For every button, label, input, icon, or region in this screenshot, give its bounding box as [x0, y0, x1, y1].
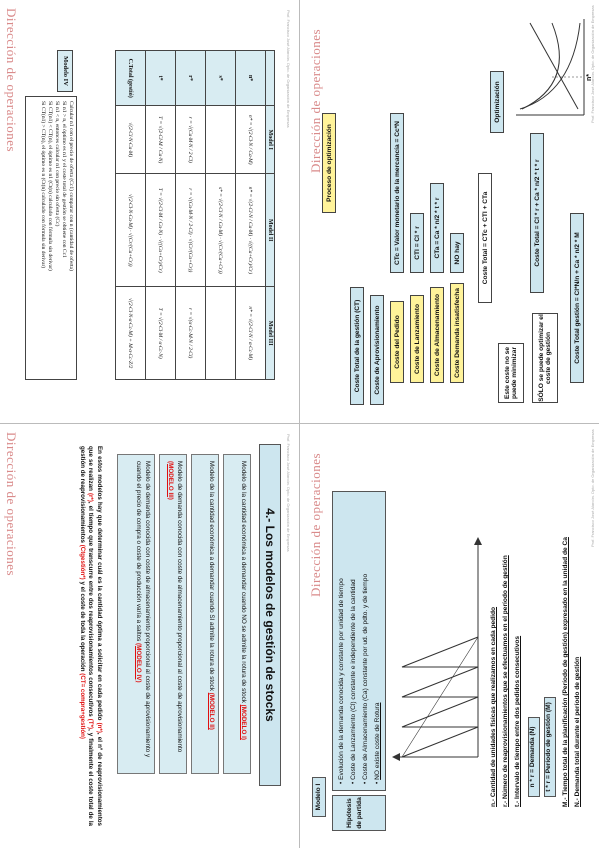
model-i-box: Modelo de la cantidad económica a demand…	[223, 454, 251, 774]
row-label: C.Total (gestió)	[115, 50, 146, 106]
model-iv-box: Modelo de demanda conocida con coste de …	[117, 454, 155, 774]
watermark: Dirección de operaciones	[308, 452, 323, 597]
gestion-total-formula: Coste Total gestión = Cl*N/n + Ca * n/2 …	[570, 213, 584, 383]
formula-cell: n* = √(2·Cl·N / Ca·M)	[235, 105, 266, 174]
definition-r: r.- Número de reaprovisionamientos que s…	[502, 555, 509, 807]
formula-period: t * r = Período de gestión (M)	[544, 697, 556, 797]
formula-unmet: NO hay	[450, 233, 464, 273]
row-label: t*	[145, 50, 176, 106]
hypothesis-item: • NO existe coste de Rotura	[374, 702, 381, 784]
table-row: C.Total (gestió) √(2·Cl·N·Ca·M) √(2·Cl·N…	[115, 50, 146, 380]
intro-paragraph: En estos modelos hay que determinar cuál…	[78, 446, 103, 827]
row-label: s*	[205, 50, 236, 106]
formula-cell: n* = √(2·Cl·N / α·Cc·M)	[235, 286, 266, 380]
table-row: s* s* = √(2·Cl·N / Ca·M) · √(Cr/(Ca+Cr))	[205, 50, 236, 380]
optimization-title: Optimización	[490, 71, 504, 133]
hypothesis-label: Hipótesis de partida	[332, 795, 386, 831]
table-row: r* r = √(Ca·M·N / 2·Cl) r = √(Ca·M·N / 2…	[175, 50, 206, 380]
note-only-optimize: SÓLO se puede optimizar el coste de gest…	[532, 313, 558, 403]
formula-cta: CTa = Ca * n/2 * t * r	[430, 183, 444, 273]
hypothesis-item: • Evolución de la demanda conocida y con…	[338, 578, 345, 784]
hypothesis-item: • Coste de Almacenamiento (Ca) constante…	[362, 573, 369, 784]
row-label: n*	[235, 50, 266, 106]
model-i-label: Modelo I	[312, 777, 326, 817]
footer-credit: Prof. Francisco José Alarcón. Dpto. de O…	[286, 434, 291, 552]
model-iv-label: Modelo IV	[57, 50, 73, 92]
formula-cell: n* = √(2·Cl·N / Ca·M) · √((Ca+Cr)/Cr)	[235, 173, 266, 287]
total-cost-box: Coste Total de la gestión (CT)	[350, 287, 364, 405]
model-iv-notes: Calcular n1 con el precio de oferta (Cc1…	[25, 96, 77, 380]
formula-cell: T = √(2·Cl·M / Ca·N)	[145, 105, 176, 174]
item-storage-cost: Coste de Almacenamiento	[430, 287, 444, 383]
vertical-divider	[299, 0, 300, 848]
definition-m: M.- Tiempo total de la planificación (Pe…	[562, 537, 569, 807]
gestion-cost-formula: Coste Total = Cl * r + Ca * n/2 * t * r	[530, 133, 544, 293]
table-row: t* T = √(2·Cl·M / Ca·N) T = √(2·Cl·M / C…	[145, 50, 176, 380]
formula-cell: T = √(2·Cl·M / Ca·N) · √((Ca+Cr)/Cr)	[145, 173, 176, 287]
definition-nn: N.- Demanda total durante el período de …	[574, 656, 581, 807]
slide-optimization-process: Dirección de operaciones Proceso de opti…	[300, 0, 599, 423]
total-sum-box: Coste Total = CTc + CTl + CTa	[478, 173, 492, 303]
model-iii-box: Modelo de demanda conocida con coste de …	[159, 454, 187, 774]
watermark: Dirección de operaciones	[4, 8, 19, 153]
formula-cell	[205, 286, 236, 380]
note-line: Si n1 < n, entonces calcular n1 con prec…	[54, 101, 60, 227]
formula-cell: T = √(2·Cl·M / α·Cc·N)	[145, 286, 176, 380]
cost-curve-chart	[516, 19, 585, 116]
item-supply-cost: Coste de Aprovisionamiento	[370, 295, 384, 405]
watermark: Dirección de operaciones	[4, 432, 19, 577]
definition-t: t.- Intervalo de tiempo entre dos pedido…	[514, 635, 521, 807]
model-ii-box: Modelo de la cantidad económica a demand…	[191, 454, 219, 774]
formula-ctc: CTc = Valor monetario de la mercancía = …	[390, 113, 404, 273]
table-header-cell: Model III	[265, 286, 275, 380]
hypothesis-list: • Evolución de la demanda conocida y con…	[332, 491, 386, 791]
formula-cell: √(2·Cl·N·α·Cc·M) + M·α·Cc·Z/2	[115, 286, 146, 380]
definition-n: n.- Cantidad de unidades físicas que rea…	[490, 606, 497, 807]
slide-title: 4.- Los modelos de gestión de stocks	[259, 444, 281, 786]
note-cannot-minimize: Este coste no se puede minimizar	[498, 343, 524, 403]
formula-table: Model I Model II Model III n* n* = √(2·C…	[115, 50, 275, 380]
slide-stock-models: Dirección de operaciones 4.- Los modelos…	[0, 424, 299, 847]
formula-cell	[205, 105, 236, 174]
footer-credit: Prof. Francisco José Alarcón. Dpto. de O…	[590, 5, 595, 123]
formula-demand: n * r = Demanda (N)	[528, 717, 540, 797]
formula-cell: √(2·Cl·N·Ca·M) · √(Cr/(Ca+Cr))	[115, 173, 146, 287]
table-row: n* n* = √(2·Cl·N / Ca·M) n* = √(2·Cl·N /…	[235, 50, 266, 380]
formula-cell: r = √(α·Cc·M·N / 2·Cl)	[175, 286, 206, 380]
hypothesis-item: • Coste de Lanzamiento (Cl) constante e …	[350, 579, 357, 784]
table-header-cell: Model II	[265, 173, 275, 287]
item-unmet-demand-cost: Coste Demanda insatisfecha	[450, 283, 464, 383]
note-line: Si CT(n1) < CT(n), el óptimo es n1 (Ct(n…	[47, 101, 53, 271]
item-order-cost: Coste del Pedido	[390, 301, 404, 383]
note-line: Si CT(n1) > CT(n), el óptimo es n (Ct(n)…	[40, 101, 46, 269]
item-launch-cost: Coste de Lanzamiento	[410, 295, 424, 383]
process-title: Proceso de optimización	[322, 113, 336, 213]
inventory-sawtooth-chart	[392, 537, 482, 761]
table-header-cell: Model I	[265, 105, 275, 174]
table-header-cell	[265, 50, 275, 106]
footer-credit: Prof. Francisco José Alarcón. Dpto. de O…	[590, 429, 595, 547]
table-header-row: Model I Model II Model III	[265, 50, 275, 380]
row-label: r*	[175, 50, 206, 106]
slide-model-i: Dirección de operaciones Modelo I Hipóte…	[300, 424, 599, 847]
formula-cell: r = √(Ca·M·N / 2·Cl)	[175, 105, 206, 174]
note-line: Calcular n1 con el precio de oferta (Cc1…	[68, 101, 74, 271]
footer-credit: Prof. Francisco José Alarcón. Dpto. de O…	[286, 10, 291, 128]
formula-cell: r = √(Ca·M·N / 2·Cl) · √(Cr/(Ca+Cr))	[175, 173, 206, 287]
horizontal-divider	[0, 423, 599, 424]
formula-ctl: CTl = Cl * r	[410, 213, 424, 273]
formula-cell: s* = √(2·Cl·N / Ca·M) · √(Cr/(Ca+Cr))	[205, 173, 236, 287]
slide-formula-table: Dirección de operaciones Model I Model I…	[0, 0, 299, 423]
note-line: Si n1 > n, el óptimo es n1 y el coste to…	[61, 101, 67, 258]
formula-cell: √(2·Cl·N·Ca·M)	[115, 105, 146, 174]
